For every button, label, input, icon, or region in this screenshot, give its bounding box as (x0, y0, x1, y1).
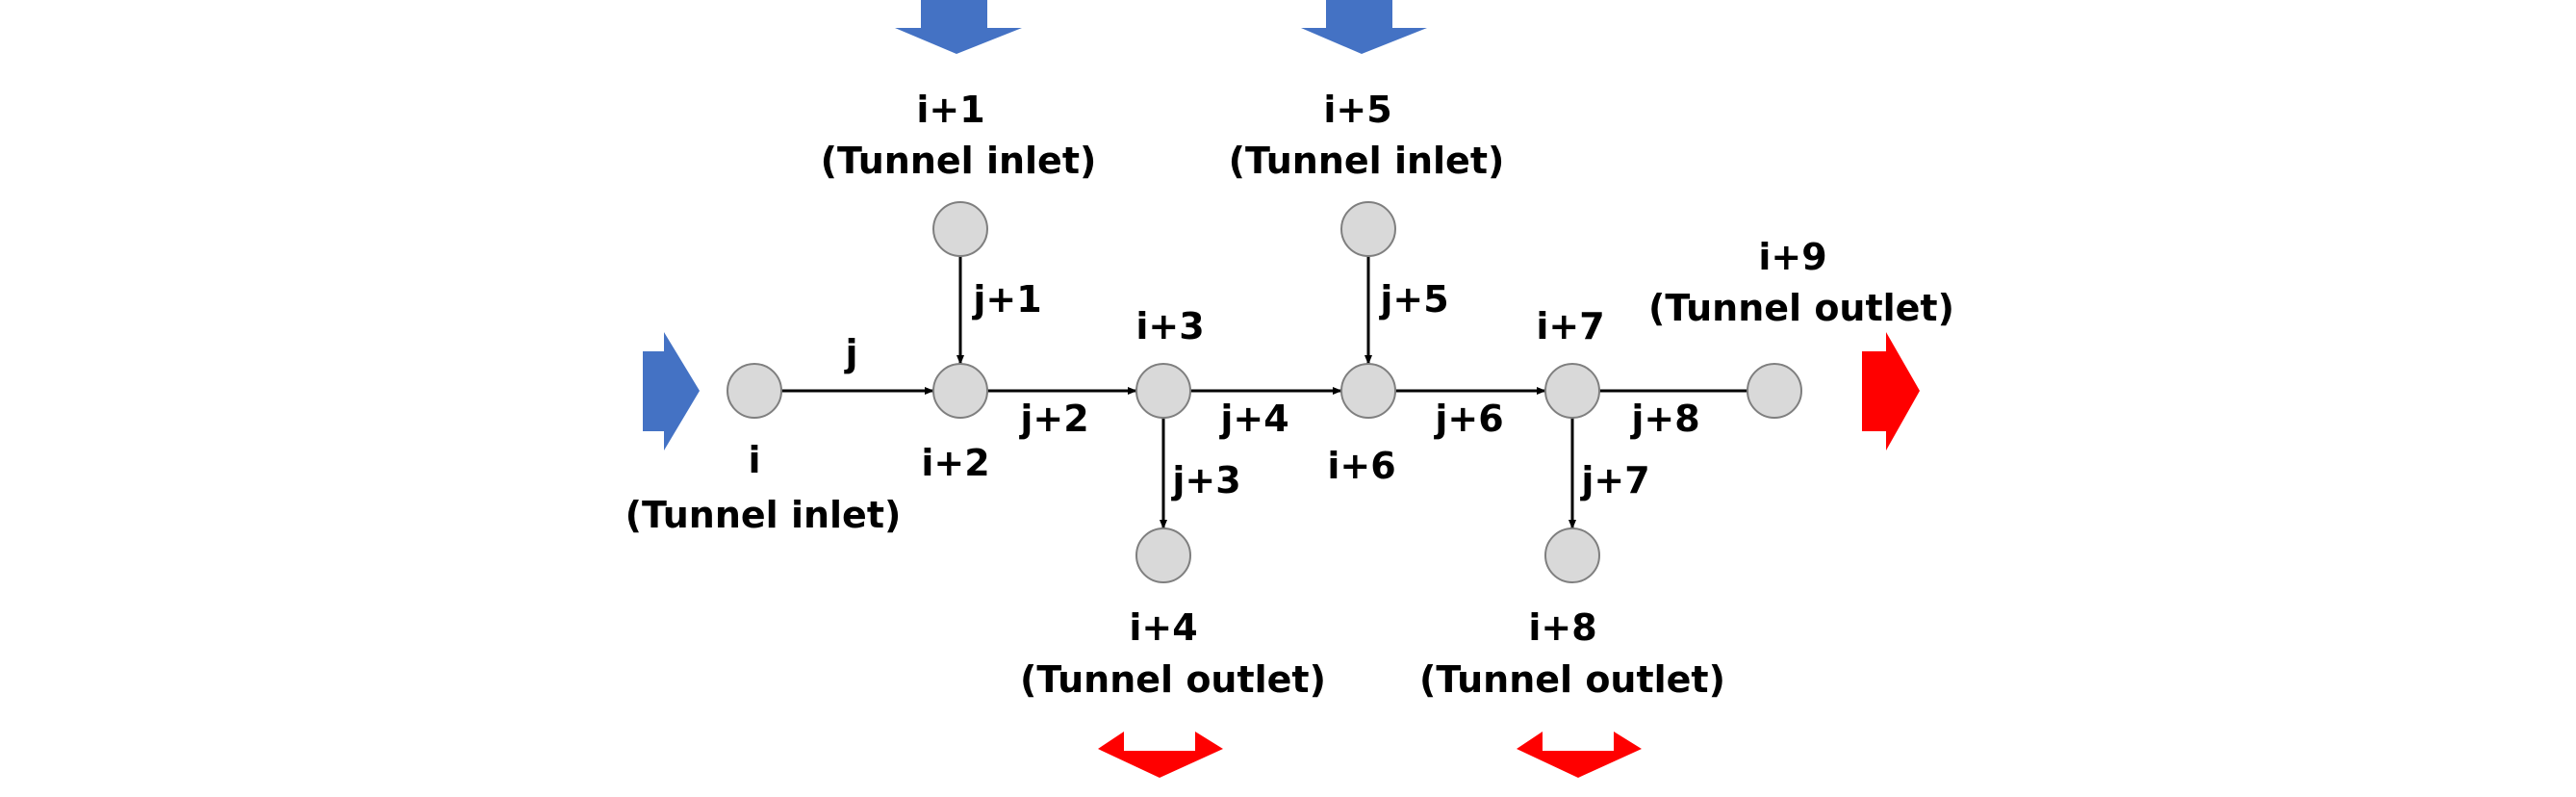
node-i9 (1747, 363, 1802, 419)
node-i1 (932, 201, 988, 257)
node-label-i: i (748, 439, 760, 481)
node-label-i5: i+5 (1323, 89, 1391, 131)
node-sub-i8: (Tunnel outlet) (1419, 658, 1725, 701)
links (781, 256, 1747, 529)
link-label-j8: j+8 (1629, 398, 1699, 440)
node-i (727, 363, 782, 419)
node-i7 (1544, 363, 1600, 419)
link-label-j3: j+3 (1170, 459, 1240, 501)
node-i6 (1340, 363, 1396, 419)
outflow-arrow-bottom-1 (1098, 732, 1223, 778)
node-label-i4: i+4 (1129, 606, 1197, 649)
node-label-i1: i+1 (916, 89, 984, 131)
node-label-i8: i+8 (1528, 606, 1596, 649)
node-sub-i4: (Tunnel outlet) (1020, 658, 1326, 701)
link-label-j6: j+6 (1433, 398, 1503, 440)
link-label-j: j (843, 332, 857, 374)
node-labels: i (Tunnel inlet) i+1 (Tunnel inlet) i+2 … (625, 89, 1954, 701)
node-label-i2: i+2 (921, 442, 989, 484)
inflow-arrow-top-2 (1301, 0, 1427, 54)
node-label-i6: i+6 (1327, 445, 1395, 487)
node-i8 (1544, 527, 1600, 583)
node-label-i7: i+7 (1536, 305, 1604, 347)
node-label-i3: i+3 (1135, 305, 1204, 347)
link-label-j7: j+7 (1579, 459, 1649, 501)
node-sub-i5: (Tunnel inlet) (1229, 140, 1505, 182)
node-sub-i9: (Tunnel outlet) (1648, 287, 1954, 329)
node-label-i9: i+9 (1758, 236, 1826, 278)
node-i5 (1340, 201, 1396, 257)
link-label-j2: j+2 (1018, 398, 1088, 440)
node-sub-i1: (Tunnel inlet) (821, 140, 1097, 182)
inflow-arrow-top-1 (895, 0, 1022, 54)
outflow-arrow-bottom-2 (1517, 732, 1642, 778)
outflow-arrow-right (1862, 332, 1920, 450)
node-i4 (1135, 527, 1191, 583)
flow-arrows (643, 0, 1920, 778)
link-label-j1: j+1 (971, 278, 1041, 321)
link-label-j5: j+5 (1378, 278, 1448, 321)
node-i3 (1135, 363, 1191, 419)
node-sub-i: (Tunnel inlet) (625, 494, 902, 536)
link-labels: j j+1 j+2 j+3 j+4 j+5 j+6 j+7 j+8 (843, 278, 1699, 501)
inflow-arrow-left (643, 332, 700, 450)
link-label-j4: j+4 (1218, 398, 1288, 440)
node-i2 (932, 363, 988, 419)
nodes (727, 201, 1802, 583)
